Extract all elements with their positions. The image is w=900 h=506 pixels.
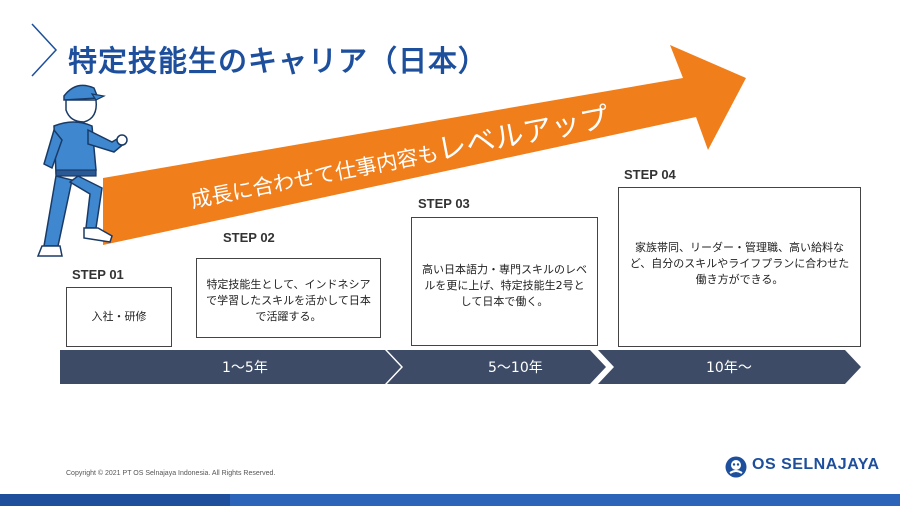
timeline-segment-1 — [60, 350, 401, 384]
step-04-text: 家族帯同、リーダー・管理職、高い給料など、自分のスキルやライフプランに合わせた働… — [629, 241, 850, 286]
page-title: 特定技能生のキャリア（日本） — [68, 44, 489, 78]
step-01-label: STEP 01 — [72, 267, 124, 282]
step-03-box: 高い日本語力・専門スキルのレベルを更に上げ、特定技能生2号として日本で働く。 — [411, 217, 598, 346]
step-04-box: 家族帯同、リーダー・管理職、高い給料など、自分のスキルやライフプランに合わせた働… — [618, 187, 861, 347]
step-02-label: STEP 02 — [223, 230, 275, 245]
step-02-text: 特定技能生として、インドネシアで学習したスキルを活かして日本で活躍する。 — [206, 278, 371, 323]
timeline-label-1: 1〜5年 — [222, 360, 268, 376]
step-04-label: STEP 04 — [624, 167, 676, 182]
step-03-label: STEP 03 — [418, 196, 470, 211]
step-01-text: 入社・研修 — [91, 310, 147, 323]
timeline-label-2: 5〜10年 — [488, 360, 543, 376]
chevron-decoration-icon — [31, 23, 58, 77]
company-logo-text: OS SELNAJAYA — [752, 456, 880, 473]
timeline-label-3: 10年〜 — [706, 360, 752, 376]
bottom-color-bar — [0, 494, 900, 506]
copyright-text: Copyright © 2021 PT OS Selnajaya Indones… — [66, 470, 276, 477]
step-02-box: 特定技能生として、インドネシアで学習したスキルを活かして日本で活躍する。 — [196, 258, 381, 338]
worker-illustration-icon — [36, 84, 128, 257]
step-01-box: 入社・研修 — [66, 287, 172, 347]
step-03-text: 高い日本語力・専門スキルのレベルを更に上げ、特定技能生2号として日本で働く。 — [422, 263, 587, 308]
timeline-segment-2 — [387, 350, 606, 384]
timeline-segment-3 — [598, 350, 861, 384]
logo-mascot-icon — [725, 456, 747, 478]
